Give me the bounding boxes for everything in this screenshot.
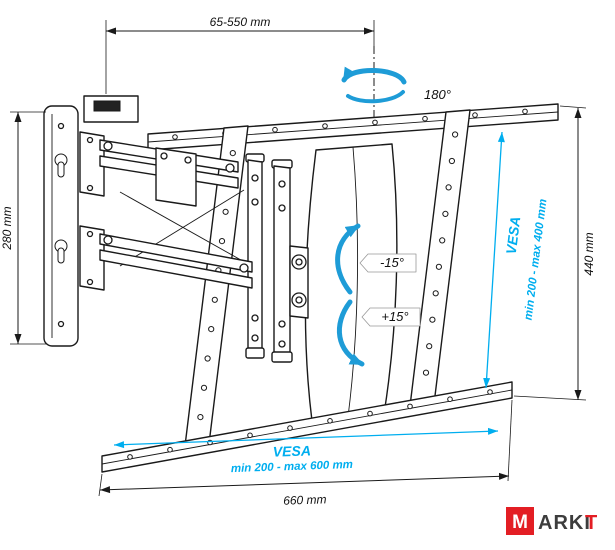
dimension-vesa-horizontal: VESA min 200 - max 600 mm xyxy=(113,427,499,475)
dimension-vesa-vertical: VESA min 200 - max 400 mm xyxy=(483,131,550,389)
tilt-up-label: -15° xyxy=(380,255,404,270)
tilt-hinge xyxy=(289,245,309,319)
tilt-down-label-flag xyxy=(361,307,421,327)
tilt-up-arrow xyxy=(335,223,361,295)
dimension-frame-height: 440 mm xyxy=(513,105,596,401)
tilt-down-label: +15° xyxy=(381,309,408,324)
logo-text-red: T xyxy=(585,512,597,534)
dimension-extension: 65-550 mm xyxy=(105,15,375,94)
dimension-frame-width: 660 mm xyxy=(98,399,513,508)
arm-assembly xyxy=(79,131,253,291)
lower-arm xyxy=(79,225,253,291)
vesa-horizontal-title: VESA xyxy=(272,442,311,459)
frame-right-rail xyxy=(409,109,471,407)
vesa-vertical-title: VESA xyxy=(503,215,524,255)
swivel-rotation-arrow xyxy=(341,66,407,85)
markit-logo: M ARKI T xyxy=(506,507,597,535)
left-rail-vesa-holes xyxy=(197,150,236,421)
swivel-label: 180° xyxy=(424,87,451,102)
logo-text-dark: ARKI xyxy=(538,512,591,534)
tilt-annotation: -15° +15° xyxy=(335,223,421,367)
tilt-down-arrow xyxy=(336,299,365,367)
tilt-up-label-flag xyxy=(359,253,417,273)
tilt-plate xyxy=(304,143,398,422)
logo-red-box xyxy=(506,507,534,535)
vesa-vertical-range: min 200 - max 400 mm xyxy=(523,198,550,321)
frame-bottom-rail xyxy=(101,381,513,473)
wall-plate-top-tab xyxy=(83,95,139,123)
wall-plate xyxy=(43,95,139,347)
plate-height-label: 280 mm xyxy=(0,206,14,250)
logo-box-letter: M xyxy=(512,512,528,533)
keyhole-slots xyxy=(54,122,68,328)
swivel-rotation-arrow-front xyxy=(346,90,405,104)
support-posts xyxy=(245,153,293,363)
right-rail-vesa-holes xyxy=(422,131,459,376)
tv-frame xyxy=(101,103,559,473)
frame-height-label: 440 mm xyxy=(582,232,596,275)
vesa-horizontal-range: min 200 - max 600 mm xyxy=(231,459,353,475)
swivel-annotation: 180° xyxy=(341,46,451,118)
extension-label: 65-550 mm xyxy=(210,15,271,29)
frame-width-label: 660 mm xyxy=(283,492,327,508)
frame-top-rail xyxy=(147,103,559,151)
top-rail-holes xyxy=(172,108,528,140)
dimension-plate-height: 280 mm xyxy=(0,111,46,345)
upper-arm xyxy=(79,131,239,207)
